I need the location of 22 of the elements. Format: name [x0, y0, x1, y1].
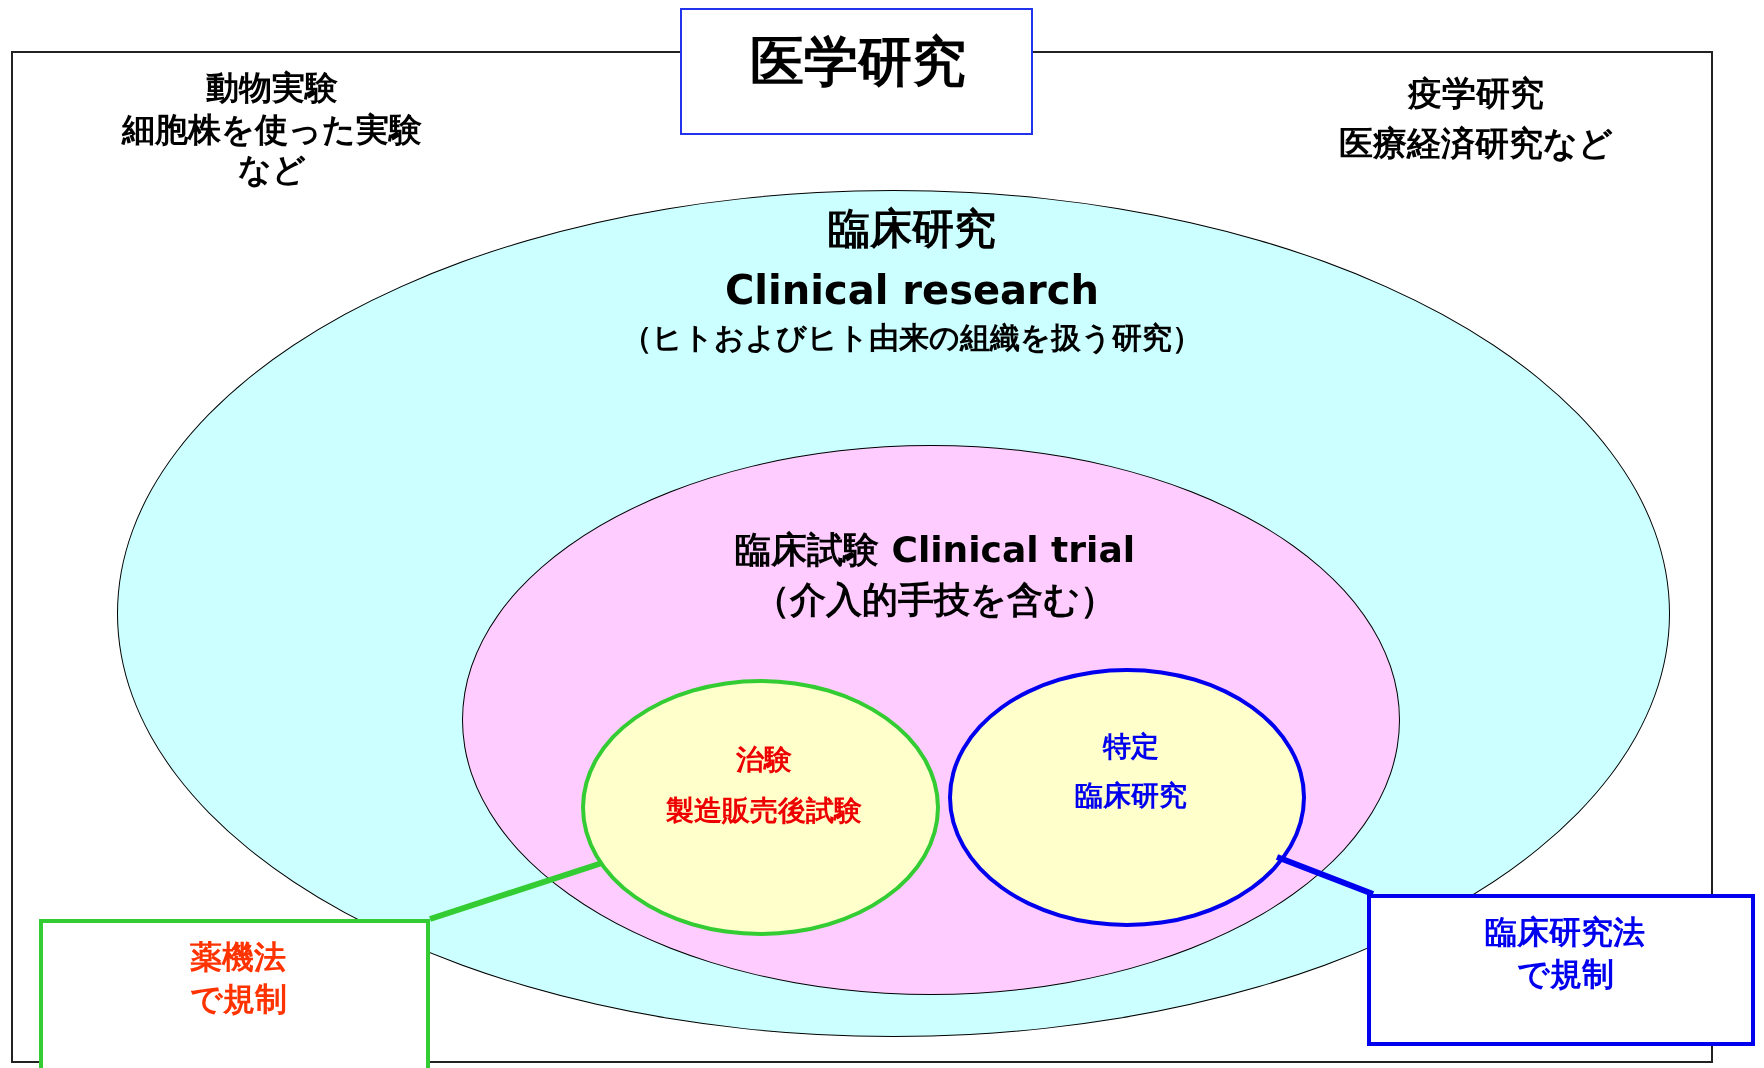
label-box [39, 919, 430, 1068]
label-text: 動物実験 [206, 66, 338, 109]
label-text: 薬機法で規制 [188, 937, 288, 1020]
label-text: 治験 [736, 742, 792, 778]
label-text: 臨床試験 Clinical trial [735, 527, 1135, 572]
label-text: （ヒトおよびヒト由来の組織を扱う研究） [622, 318, 1202, 357]
title-box [680, 8, 1033, 135]
connector-line [1275, 854, 1375, 897]
label-text: 臨床研究 [1075, 778, 1187, 814]
label-text: 疫学研究 [1408, 72, 1544, 115]
label-text: 臨床研究 [828, 203, 996, 255]
label-text: 細胞株を使った実験 [122, 108, 422, 151]
label-text: 特定 [1103, 729, 1159, 765]
title: 医学研究 [750, 28, 966, 95]
label-text: 医療経済研究など [1339, 122, 1613, 165]
label-text: Clinical research [725, 267, 1099, 313]
label-text: （介入的手技を含む） [754, 577, 1116, 622]
connector-line [429, 860, 603, 922]
label-text: 臨床研究法で規制 [1484, 912, 1646, 995]
label-box [1367, 894, 1755, 1046]
label-text: など [238, 148, 306, 191]
label-text: 製造販売後試験 [666, 793, 862, 829]
